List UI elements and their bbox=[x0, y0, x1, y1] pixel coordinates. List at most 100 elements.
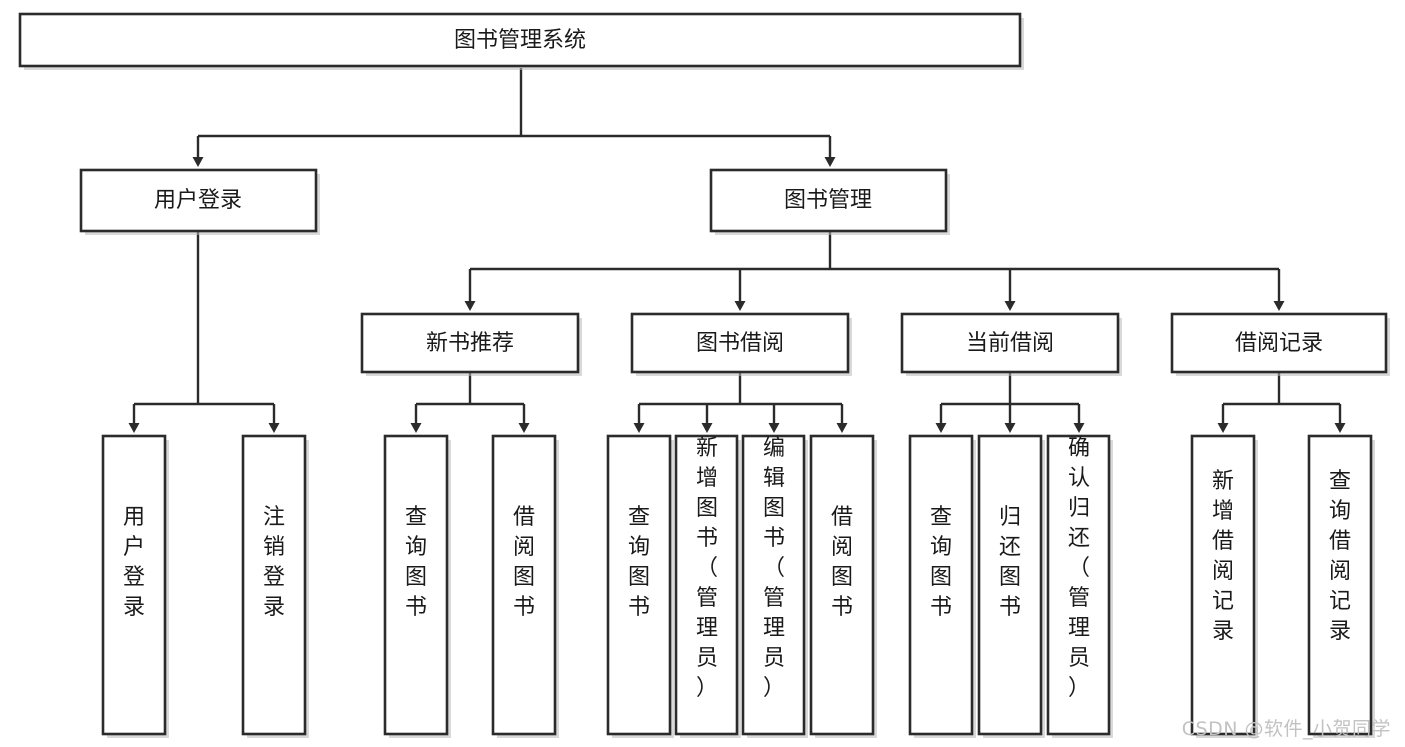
node-current-label: 当前借阅 bbox=[966, 331, 1054, 356]
node-root-box[interactable] bbox=[18, 12, 1022, 68]
node-leaf-current-return[interactable]: 归还图书 bbox=[977, 434, 1045, 738]
node-leaf-borrow-lend-label: 借阅图书 bbox=[831, 505, 853, 620]
vertical-char: 查 bbox=[930, 505, 952, 530]
node-borrow-box[interactable] bbox=[630, 312, 850, 374]
vertical-char: 管 bbox=[1068, 586, 1090, 611]
node-leaf-borrow-query[interactable]: 查询图书 bbox=[606, 434, 674, 738]
node-leaf-record-query-label: 查询借阅记录 bbox=[1329, 469, 1351, 644]
node-leaf-borrow-edit-label: 编辑图书（管理员） bbox=[763, 436, 785, 701]
vertical-char: （ bbox=[1068, 556, 1090, 581]
vertical-char: 借 bbox=[1329, 529, 1351, 554]
node-leaf-current-return-box[interactable] bbox=[977, 434, 1043, 736]
node-leaf-user-logout-box[interactable] bbox=[241, 434, 307, 736]
vertical-char: 询 bbox=[628, 535, 650, 560]
node-leaf-newbook-query[interactable]: 查询图书 bbox=[383, 434, 451, 738]
vertical-char: 查 bbox=[405, 505, 427, 530]
vertical-char: 员 bbox=[763, 646, 785, 671]
vertical-char: 用 bbox=[123, 505, 145, 530]
vertical-char: ） bbox=[696, 676, 718, 701]
node-root[interactable]: 图书管理系统 bbox=[18, 12, 1024, 70]
node-borrow-label: 图书借阅 bbox=[696, 331, 784, 356]
vertical-char: 书 bbox=[696, 526, 718, 551]
node-leaf-current-confirm[interactable]: 确认归还（管理员） bbox=[1046, 434, 1113, 738]
vertical-char: 阅 bbox=[831, 535, 853, 560]
node-newbook-label: 新书推荐 bbox=[426, 331, 514, 356]
vertical-char: 阅 bbox=[1329, 559, 1351, 584]
vertical-char: 图 bbox=[763, 496, 785, 521]
node-login-label: 用户登录 bbox=[154, 188, 242, 213]
node-leaf-borrow-add[interactable]: 新增图书（管理员） bbox=[674, 434, 741, 738]
node-bookmgmt[interactable]: 图书管理 bbox=[709, 168, 950, 235]
node-login-box[interactable] bbox=[79, 168, 318, 233]
node-leaf-newbook-query-label: 查询图书 bbox=[405, 505, 427, 620]
node-leaf-borrow-lend[interactable]: 借阅图书 bbox=[809, 434, 877, 738]
node-leaf-current-query-box[interactable] bbox=[908, 434, 974, 736]
node-leaf-borrow-add-box[interactable] bbox=[674, 434, 739, 736]
node-leaf-current-confirm-label: 确认归还（管理员） bbox=[1068, 436, 1090, 701]
vertical-char: 增 bbox=[1212, 499, 1234, 524]
node-leaf-borrow-lend-box[interactable] bbox=[809, 434, 875, 736]
vertical-char: 阅 bbox=[513, 535, 535, 560]
vertical-char: 录 bbox=[123, 595, 145, 620]
node-leaf-record-add[interactable]: 新增借阅记录 bbox=[1190, 434, 1258, 738]
vertical-char: 借 bbox=[831, 505, 853, 530]
node-leaf-borrow-query-box[interactable] bbox=[606, 434, 672, 736]
node-record-box[interactable] bbox=[1170, 312, 1388, 374]
vertical-char: 借 bbox=[513, 505, 535, 530]
vertical-char: 销 bbox=[263, 535, 285, 560]
node-leaf-borrow-edit[interactable]: 编辑图书（管理员） bbox=[741, 434, 808, 738]
vertical-char: 理 bbox=[696, 616, 718, 641]
vertical-char: 查 bbox=[628, 505, 650, 530]
node-leaf-borrow-query-label: 查询图书 bbox=[628, 505, 650, 620]
node-record-label: 借阅记录 bbox=[1235, 331, 1323, 356]
node-leaf-record-add-box[interactable] bbox=[1190, 434, 1256, 736]
node-root-label: 图书管理系统 bbox=[454, 28, 586, 53]
node-newbook-box[interactable] bbox=[360, 312, 580, 374]
node-leaf-user-logout[interactable]: 注销登录 bbox=[241, 434, 309, 738]
node-borrow[interactable]: 图书借阅 bbox=[630, 312, 852, 376]
vertical-char: 查 bbox=[1329, 469, 1351, 494]
node-leaf-borrow-edit-box[interactable] bbox=[741, 434, 806, 736]
vertical-char: 书 bbox=[405, 595, 427, 620]
node-leaf-borrow-add-label: 新增图书（管理员） bbox=[696, 436, 718, 701]
vertical-char: 理 bbox=[763, 616, 785, 641]
node-current[interactable]: 当前借阅 bbox=[900, 312, 1122, 376]
vertical-char: 阅 bbox=[1212, 559, 1234, 584]
vertical-char: 登 bbox=[263, 565, 285, 590]
node-leaf-newbook-borrow-box[interactable] bbox=[491, 434, 557, 736]
vertical-char: 注 bbox=[263, 505, 285, 530]
node-bookmgmt-box[interactable] bbox=[709, 168, 948, 233]
vertical-char: 图 bbox=[628, 565, 650, 590]
node-leaf-user-login-box[interactable] bbox=[101, 434, 167, 736]
vertical-char: 户 bbox=[123, 535, 145, 560]
vertical-char: 增 bbox=[696, 466, 718, 491]
node-leaf-record-query[interactable]: 查询借阅记录 bbox=[1307, 434, 1375, 738]
vertical-char: 管 bbox=[763, 586, 785, 611]
vertical-char: 录 bbox=[1329, 619, 1351, 644]
vertical-char: 询 bbox=[930, 535, 952, 560]
vertical-char: 记 bbox=[1212, 589, 1234, 614]
vertical-char: 书 bbox=[513, 595, 535, 620]
node-leaf-user-login-label: 用户登录 bbox=[123, 505, 145, 620]
node-leaf-user-login[interactable]: 用户登录 bbox=[101, 434, 169, 738]
node-current-box[interactable] bbox=[900, 312, 1120, 374]
node-login[interactable]: 用户登录 bbox=[79, 168, 320, 235]
vertical-char: 新 bbox=[1212, 469, 1234, 494]
node-leaf-record-query-box[interactable] bbox=[1307, 434, 1373, 736]
node-leaf-newbook-query-box[interactable] bbox=[383, 434, 449, 736]
node-leaf-newbook-borrow[interactable]: 借阅图书 bbox=[491, 434, 559, 738]
vertical-char: 员 bbox=[1068, 646, 1090, 671]
vertical-char: 还 bbox=[999, 535, 1021, 560]
node-leaf-current-query[interactable]: 查询图书 bbox=[908, 434, 976, 738]
vertical-char: 员 bbox=[696, 646, 718, 671]
node-record[interactable]: 借阅记录 bbox=[1170, 312, 1390, 376]
node-leaf-record-add-label: 新增借阅记录 bbox=[1212, 469, 1234, 644]
node-leaf-current-confirm-box[interactable] bbox=[1046, 434, 1111, 736]
node-newbook[interactable]: 新书推荐 bbox=[360, 312, 582, 376]
node-leaf-newbook-borrow-label: 借阅图书 bbox=[513, 505, 535, 620]
vertical-char: （ bbox=[763, 556, 785, 581]
vertical-char: 询 bbox=[405, 535, 427, 560]
node-leaf-current-return-label: 归还图书 bbox=[999, 505, 1021, 620]
